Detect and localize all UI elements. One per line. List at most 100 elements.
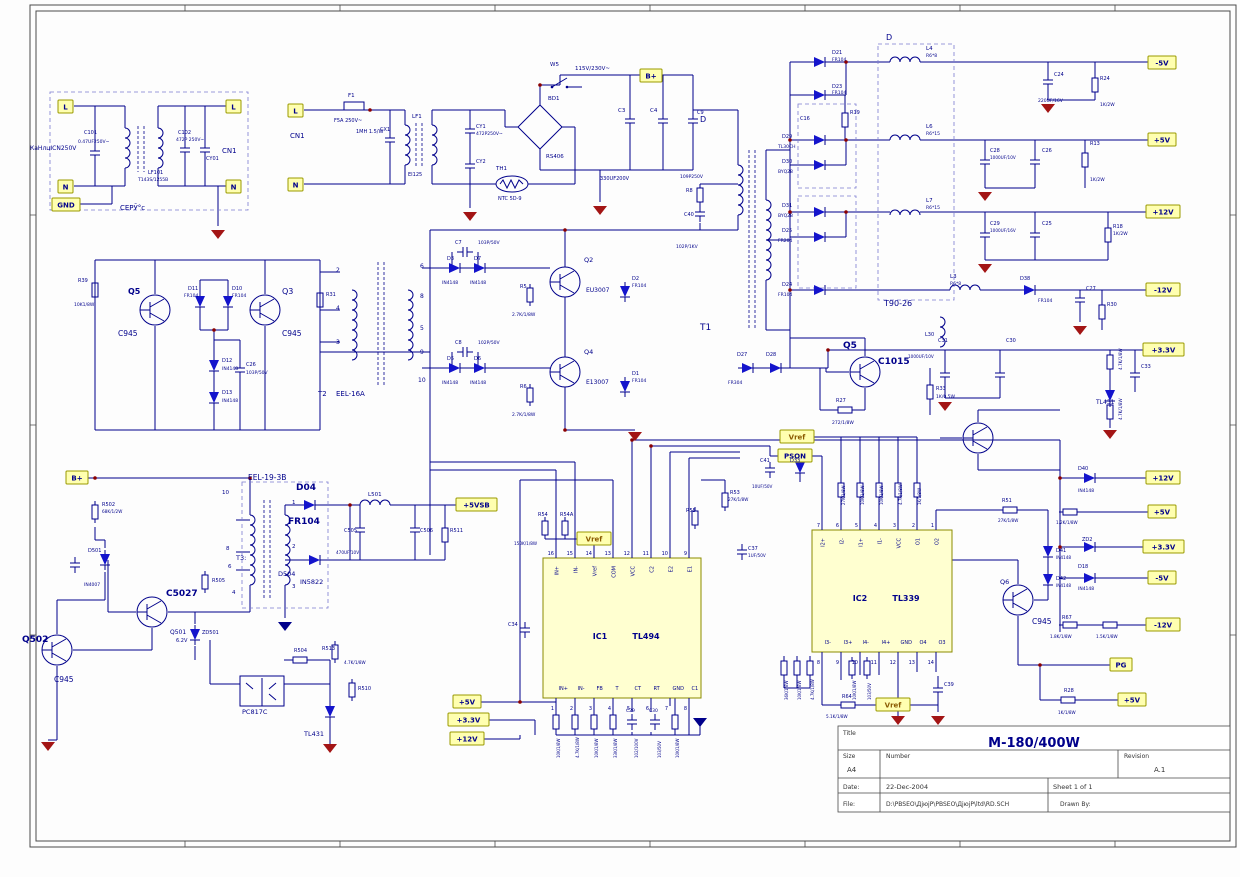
component-label: C506	[420, 528, 433, 534]
diode-icon	[209, 360, 219, 371]
resistor	[91, 504, 99, 520]
component-label: FR104	[184, 293, 198, 299]
sheet-value: Sheet 1 of 1	[1053, 783, 1093, 791]
size-label: Size	[843, 753, 856, 760]
component-label: 3	[292, 584, 296, 590]
net-label-text: +3.3V	[1152, 544, 1176, 552]
net-label-box	[1145, 470, 1181, 485]
dashed-group-outline	[797, 103, 857, 189]
inductor-coil	[249, 514, 256, 586]
ic-pin-number: 14	[586, 551, 592, 557]
component-label: R64	[842, 694, 852, 700]
diode-bar	[1080, 542, 1100, 552]
ic-pin-number: 11	[871, 660, 877, 666]
capacitor	[1030, 154, 1040, 170]
wire-junction-dot	[630, 438, 634, 442]
diode-icon	[190, 629, 200, 640]
ic-pin-number: 1	[551, 706, 554, 712]
ic-pin-number: 10	[852, 660, 858, 666]
component-label: 8	[226, 546, 230, 552]
net-label-text: L	[231, 104, 236, 112]
ic-pin-name: T	[615, 686, 620, 692]
diode-icon	[474, 363, 485, 373]
component-label: 4.7K/1/8W	[344, 660, 366, 665]
component-label: R6*8	[950, 281, 961, 287]
component-label: D	[700, 115, 706, 124]
component-label: C8	[455, 340, 462, 346]
ic-pin-name: C2	[650, 566, 656, 573]
ic-ref: IC2	[853, 594, 867, 603]
ic-pin-name: IN+	[559, 686, 568, 692]
net-label-box	[1147, 504, 1177, 519]
component-label: 10	[222, 490, 229, 496]
component-label: 1.8K/1/8W	[1050, 634, 1072, 639]
diode-bar	[1080, 473, 1100, 483]
net-label-N: N	[225, 179, 242, 194]
component-label: 4	[336, 305, 340, 312]
transistor-symbol	[42, 638, 67, 662]
net-label-text: +12V	[1152, 475, 1174, 483]
component-label: R505	[212, 578, 225, 584]
component-label: 150K/1/8W	[514, 541, 537, 546]
resistor	[1106, 404, 1114, 420]
component-label: 4.7K/1/8W	[575, 737, 580, 758]
component-label: ZD501	[202, 630, 219, 636]
inductor-coil	[124, 127, 131, 169]
diode-bar	[445, 363, 465, 373]
component-label: C1015	[878, 357, 910, 367]
component-label: 10UF/50V	[752, 484, 773, 489]
wire-junction-dot	[1038, 663, 1042, 667]
diode-icon	[449, 263, 460, 273]
diode-icon	[304, 500, 315, 510]
capacitor	[980, 154, 990, 170]
resistor	[1062, 621, 1078, 629]
component-label: 102P/1KV	[676, 244, 699, 250]
component-label: R6*8	[926, 53, 937, 59]
voltage-switch-lever	[551, 77, 582, 88]
component-label: 272/1/8W	[832, 420, 854, 426]
resistor	[526, 287, 534, 303]
inductor-coil	[889, 134, 921, 141]
ic-pin-name: IN-	[578, 686, 585, 692]
component-label: 1UF/50V	[748, 553, 766, 558]
ic-pin-number: 7	[665, 706, 668, 712]
component-label: D25	[782, 228, 792, 234]
component-label: 10K/1/8W	[879, 486, 884, 505]
wire-junction-dot	[826, 348, 830, 352]
ic-pin-number: 13	[605, 551, 611, 557]
wire-junction-dot	[844, 60, 848, 64]
net-label-box	[287, 177, 304, 192]
wire-junction-dot	[368, 108, 372, 112]
ic-pin-name: C1	[692, 686, 699, 692]
diode-icon	[474, 263, 485, 273]
component-label: 6.2V	[176, 638, 188, 644]
ic-pin-number: 6	[646, 706, 649, 712]
diode-icon	[1084, 473, 1095, 483]
component-label: R30	[1107, 302, 1117, 308]
diode-icon	[1043, 574, 1053, 585]
inductor-coil	[284, 514, 291, 586]
wire-junction-dot	[563, 428, 567, 432]
component-label: КаНлцICN250V	[30, 145, 77, 152]
capacitor	[940, 367, 950, 383]
component-label: 1000UF/10V	[990, 155, 1016, 160]
component-label: 472P250V~	[476, 131, 503, 137]
diode-bar	[305, 555, 325, 565]
resistor	[552, 714, 560, 730]
frame-zone-ticks	[30, 5, 1236, 847]
ic-pin-name: I4+	[882, 640, 891, 646]
ic-pin-name: Vref	[593, 566, 599, 576]
component-label: ZD2	[1082, 537, 1092, 543]
component-label: 4	[232, 590, 236, 596]
optocoupler-internals	[245, 678, 277, 706]
component-label: CY01	[206, 156, 219, 162]
diode-icon	[814, 285, 825, 295]
net-label-+5V: +5V	[1147, 504, 1177, 519]
sheet-outer-border	[29, 4, 1237, 848]
capacitor	[688, 113, 698, 129]
component-label: 1K/1/8W	[1058, 710, 1076, 715]
diode-icon	[814, 57, 825, 67]
component-label: 1K/1/8W	[917, 488, 922, 505]
component-label: 33K/1/8W	[613, 739, 618, 758]
component-label: C945	[118, 329, 138, 338]
